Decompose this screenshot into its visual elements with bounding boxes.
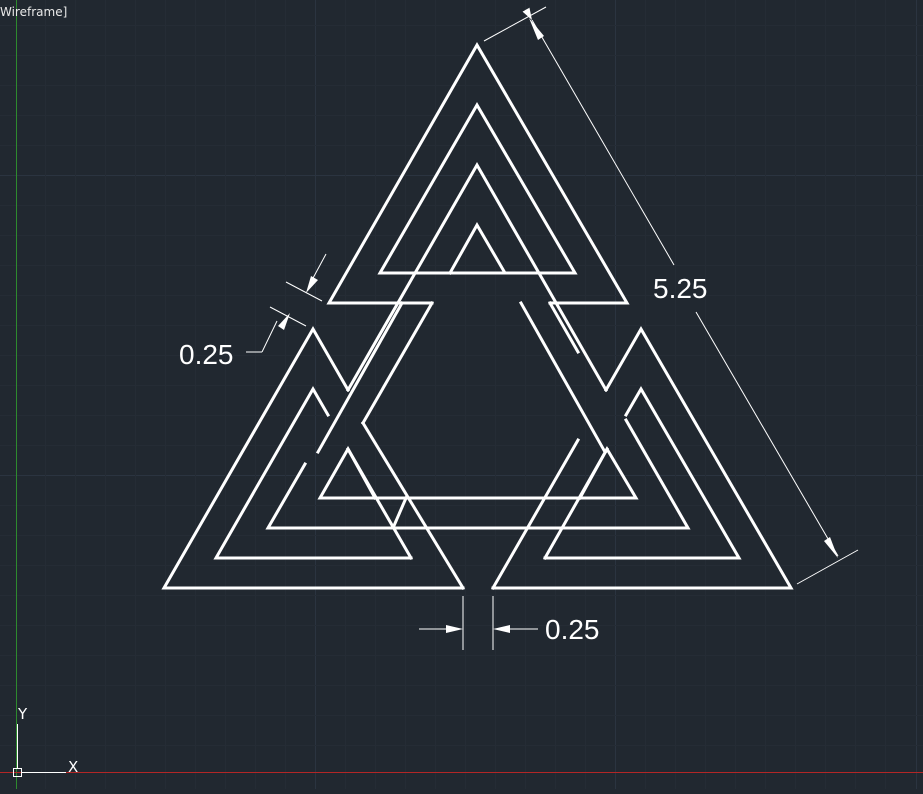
right-triangle-band2[interactable] (543, 386, 742, 560)
dimension-gap-width[interactable] (419, 596, 538, 650)
triangle-knot-drawing[interactable] (161, 42, 794, 591)
top-triangle-band3[interactable] (345, 161, 609, 393)
viewport-style-label[interactable]: Wireframe] (0, 5, 68, 19)
left-triangle-inner[interactable] (317, 445, 378, 501)
right-triangle-band3[interactable] (560, 417, 691, 530)
left-triangle-band2[interactable] (213, 385, 413, 560)
dim-arrow-top (529, 18, 544, 40)
top-triangle-band2[interactable] (377, 102, 578, 275)
dim-arrow-band-top (306, 276, 318, 293)
ucs-x-label: X (68, 758, 78, 776)
dim-arrow-gap-right (493, 625, 510, 633)
dim-text-side-length[interactable]: 5.25 (653, 273, 708, 304)
right-triangle-outer[interactable] (491, 325, 794, 590)
ucs-y-label: Y (17, 705, 28, 723)
dim-text-gap-width[interactable]: 0.25 (545, 614, 600, 645)
left-triangle-outer[interactable] (161, 325, 465, 590)
dim-arrow-gap-left (446, 625, 463, 633)
right-triangle-inner[interactable] (577, 445, 639, 501)
left-triangle-band3[interactable] (265, 461, 395, 530)
dim-arrow-bottom (824, 537, 838, 558)
top-triangle-inner[interactable] (447, 221, 508, 276)
dim-text-band-width[interactable]: 0.25 (179, 339, 234, 370)
dimension-side-length[interactable] (483, 6, 859, 585)
top-triangle-outer[interactable] (326, 42, 630, 305)
dimension-band-width[interactable] (246, 253, 327, 353)
ucs-icon[interactable] (13, 724, 67, 777)
dim-arrow-band-bottom (278, 313, 290, 330)
